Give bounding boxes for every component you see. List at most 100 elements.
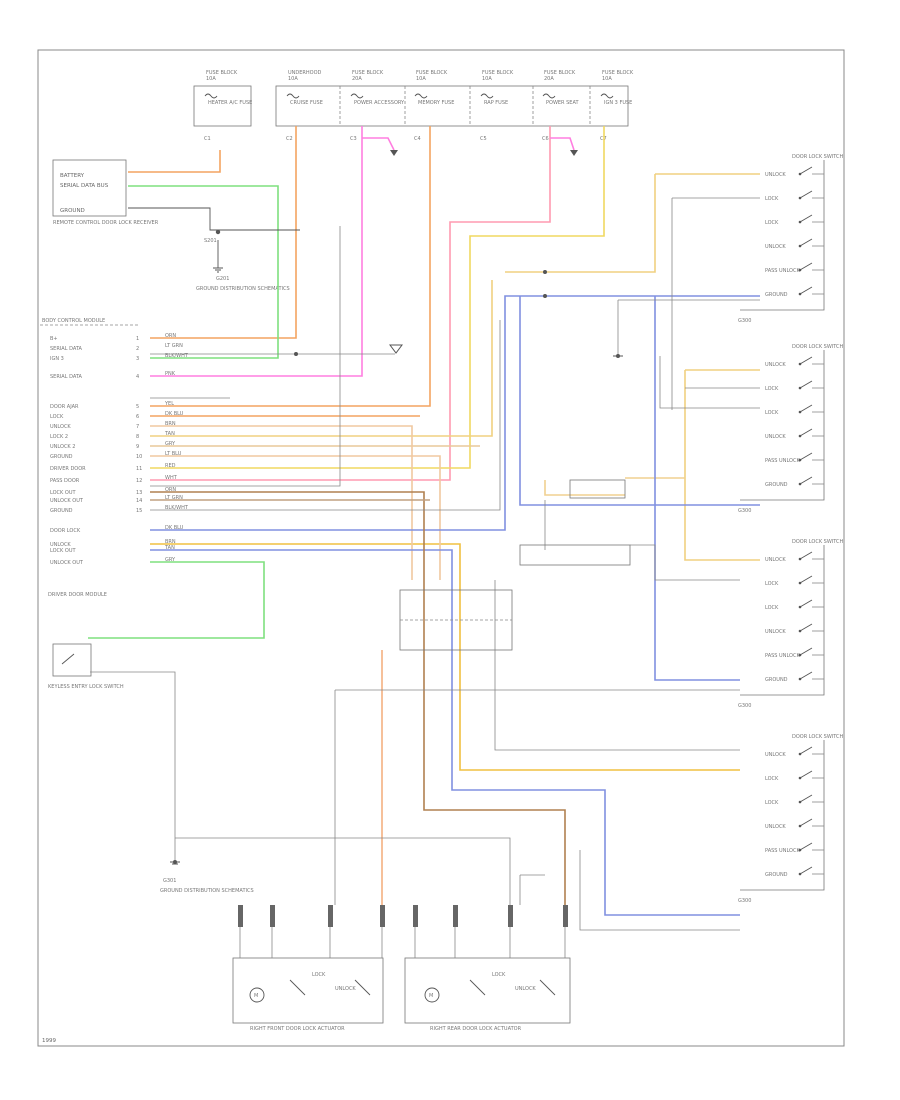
switch-group-frame [740,545,825,696]
bcm-pin-number: 9 [136,444,139,450]
wire-orange-3 [150,126,431,407]
fuse-amp-label: 10A [416,76,426,82]
switch-blade [799,214,813,223]
fuse-amp-label: 20A [544,76,554,82]
bcm-pin-number: 6 [136,414,139,420]
center-switch [569,479,626,499]
fuse-pin-label: C2 [286,136,293,142]
switch-group-label: DOOR LOCK SWITCH [792,539,844,545]
fuse-block-label: FUSE BLOCK [602,70,634,76]
switch-row-label: UNLOCK [765,629,786,635]
switch-row-label: UNLOCK [765,362,786,368]
bcm-pin-number: 8 [136,434,139,440]
remote-module-label: REMOTE CONTROL DOOR LOCK RECEIVER [53,220,159,226]
front-actuator-label: RIGHT FRONT DOOR LOCK ACTUATOR [250,1026,345,1032]
fuse-icon [600,93,614,99]
wire-tan-6 [544,480,625,496]
wire-color-code: YEL [164,401,174,407]
footer-code: 1999 [42,1038,56,1044]
switch-row-label: UNLOCK [765,434,786,440]
switch-group-frame [740,160,825,311]
bcm-pin-label: DOOR LOCK [50,528,81,534]
fuse-block-left [193,85,252,127]
connector-pin [563,905,568,927]
switch-blade [799,380,813,389]
rear-actuator-label: RIGHT REAR DOOR LOCK ACTUATOR [430,1026,522,1032]
bcm-pin-number: 12 [136,478,142,484]
switch-group-label: DOOR LOCK SWITCH [792,154,844,160]
bcm-pin-label: LOCK OUT [50,548,76,554]
fuse-amp-label: 10A [482,76,492,82]
wire-tan-2 [150,455,441,580]
wire-color-code: DK BLU [165,525,184,531]
switch-blade [799,404,813,413]
wire-color-code: LT BLU [165,451,182,457]
door-lock-switch-group: DOOR LOCK SWITCHUNLOCKLOCKLOCKUNLOCKPASS… [738,539,844,709]
bcm-pin-label: LOCK OUT [50,490,76,496]
bcm-pin-number: 11 [136,466,142,472]
fuse-block-label: FUSE BLOCK [206,70,238,76]
door-lock-switch-group: DOOR LOCK SWITCHUNLOCKLOCKLOCKUNLOCKPASS… [738,734,844,904]
wire-yellow-1 [150,126,605,469]
ground-dist-label: GROUND DISTRIBUTION SCHEMATICS [196,286,290,292]
switch-row-label: UNLOCK [765,172,786,178]
wire-color-code: WHT [165,475,178,481]
bcm-pin-label: UNLOCK OUT [50,560,84,566]
switch-blade [799,190,813,199]
fuse-name-label: CRUISE FUSE [290,100,323,106]
wire-color-code: TAN [164,545,175,551]
bcm-pin-label: GROUND [50,454,73,460]
switch-blade [799,166,813,175]
ground-g201: G201 [216,276,229,282]
wire-yellow-5 [684,369,760,561]
bcm-pin-number: 4 [136,374,139,380]
bcm-pin-number: 15 [136,508,142,514]
fuse-pin-label: C6 [542,136,549,142]
fuse-icon [414,93,428,99]
switch-row-label: PASS UNLOCK [765,653,800,659]
switch-group-label: DOOR LOCK SWITCH [792,734,844,740]
switch-blade [799,262,813,271]
bcm-pin-label: UNLOCK [50,424,71,430]
connector-pin [328,905,333,927]
fuse-pin-label: C5 [480,136,487,142]
wire-tan-4 [150,425,413,580]
wire-gray-16 [334,689,740,905]
wire-color-code: RED [165,463,176,469]
switch-blade [799,770,813,779]
switch-row-label: LOCK [765,581,779,587]
wire-blue-2 [150,549,740,916]
bcm-pin-label: GROUND [50,508,73,514]
wire-color-code: LT GRN [165,495,183,501]
switch-blade [799,575,813,584]
switch-blade [799,623,813,632]
door-lock-switch-group: DOOR LOCK SWITCHUNLOCKLOCKLOCKUNLOCKPASS… [738,154,844,324]
fuse-pin-label: C1 [204,136,211,142]
fuse-name-label: IGN 3 FUSE [604,100,632,106]
wire-gray-13 [630,544,740,581]
front-actuator-motor [249,987,265,1003]
switch-row-label: LOCK [765,605,779,611]
bcm-pin-number: 2 [136,346,139,352]
wire-pink-1 [150,126,363,377]
bcm-pin-label: B+ [50,336,58,342]
connector-pin [453,905,458,927]
keyless-lock-switch-label: KEYLESS ENTRY LOCK SWITCH [48,684,124,690]
switch-blade [799,286,813,295]
wire-color-code: ORN [165,487,176,493]
fuse-block-main [275,85,629,127]
rear-actuator: M LOCK UNLOCK RIGHT REAR DOOR LOCK ACTUA… [404,957,571,1032]
fuse-amp-label: 10A [206,76,216,82]
rear-actuator-motor-label: M [429,993,433,999]
wire-blue-3 [519,296,760,506]
door-lock-switch-group: DOOR LOCK SWITCHUNLOCKLOCKLOCKUNLOCKPASS… [738,344,844,514]
fuse-name-label: MEMORY FUSE [418,100,454,106]
splice-dot-2 [294,352,298,356]
bcm-pin-number: 7 [136,424,139,430]
keyless-switch-box [52,643,92,677]
battery-box [52,159,127,217]
serial-data-label: SERIAL DATA BUS [60,183,109,189]
front-actuator-motor-label: M [254,993,258,999]
bcm-pin-number: 10 [136,454,142,460]
splice-s201: S201 [204,238,217,244]
